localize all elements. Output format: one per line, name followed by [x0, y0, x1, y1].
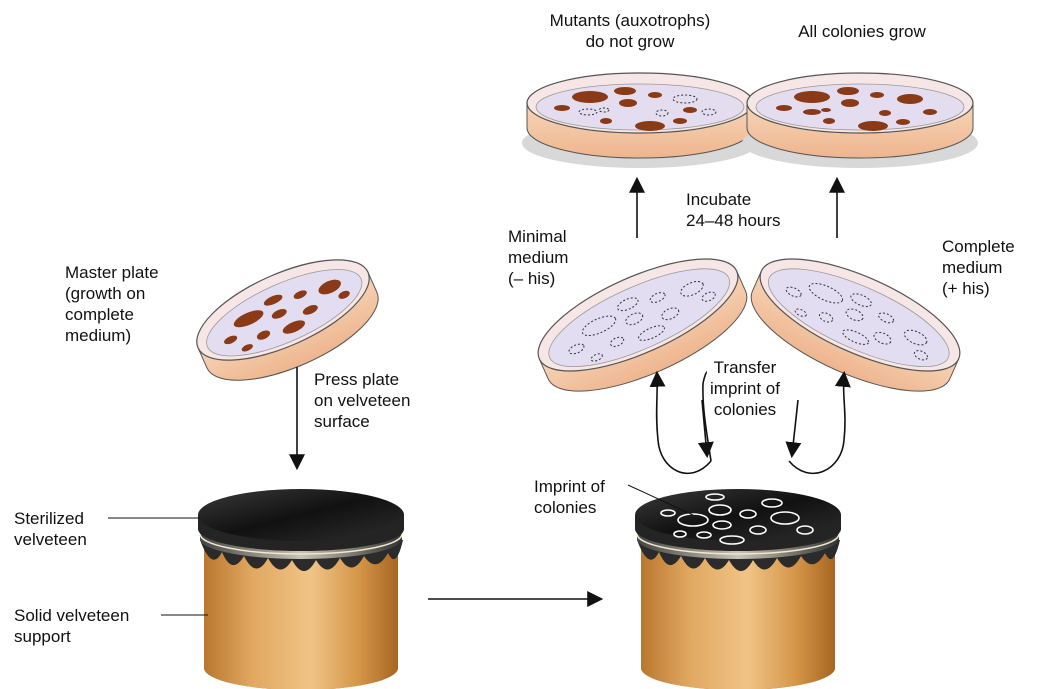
label-imprint-of-colonies: Imprint of colonies — [534, 476, 605, 518]
label-complete-medium: Complete medium (+ his) — [942, 236, 1015, 299]
label-sterilized-velveteen: Sterilized velveteen — [14, 508, 87, 550]
label-all-colonies-grow: All colonies grow — [752, 21, 972, 42]
sterilized-velveteen-surface — [198, 489, 404, 541]
velveteen-block-right — [635, 489, 841, 689]
label-master-plate: Master plate (growth on complete medium) — [65, 262, 159, 346]
petri-dish-complete-result — [742, 73, 978, 168]
label-transfer-imprint: Transfer imprint of colonies — [690, 357, 800, 420]
petri-dish-minimal-result — [522, 73, 758, 168]
label-incubate: Incubate 24–48 hours — [686, 189, 781, 231]
label-mutants-no-growth: Mutants (auxotrophs) do not grow — [510, 10, 750, 52]
label-press-plate: Press plate on velveteen surface — [314, 369, 410, 432]
label-minimal-medium: Minimal medium (– his) — [508, 226, 568, 289]
label-solid-velveteen-support: Solid velveteen support — [14, 605, 129, 647]
velveteen-block-left — [198, 489, 404, 689]
